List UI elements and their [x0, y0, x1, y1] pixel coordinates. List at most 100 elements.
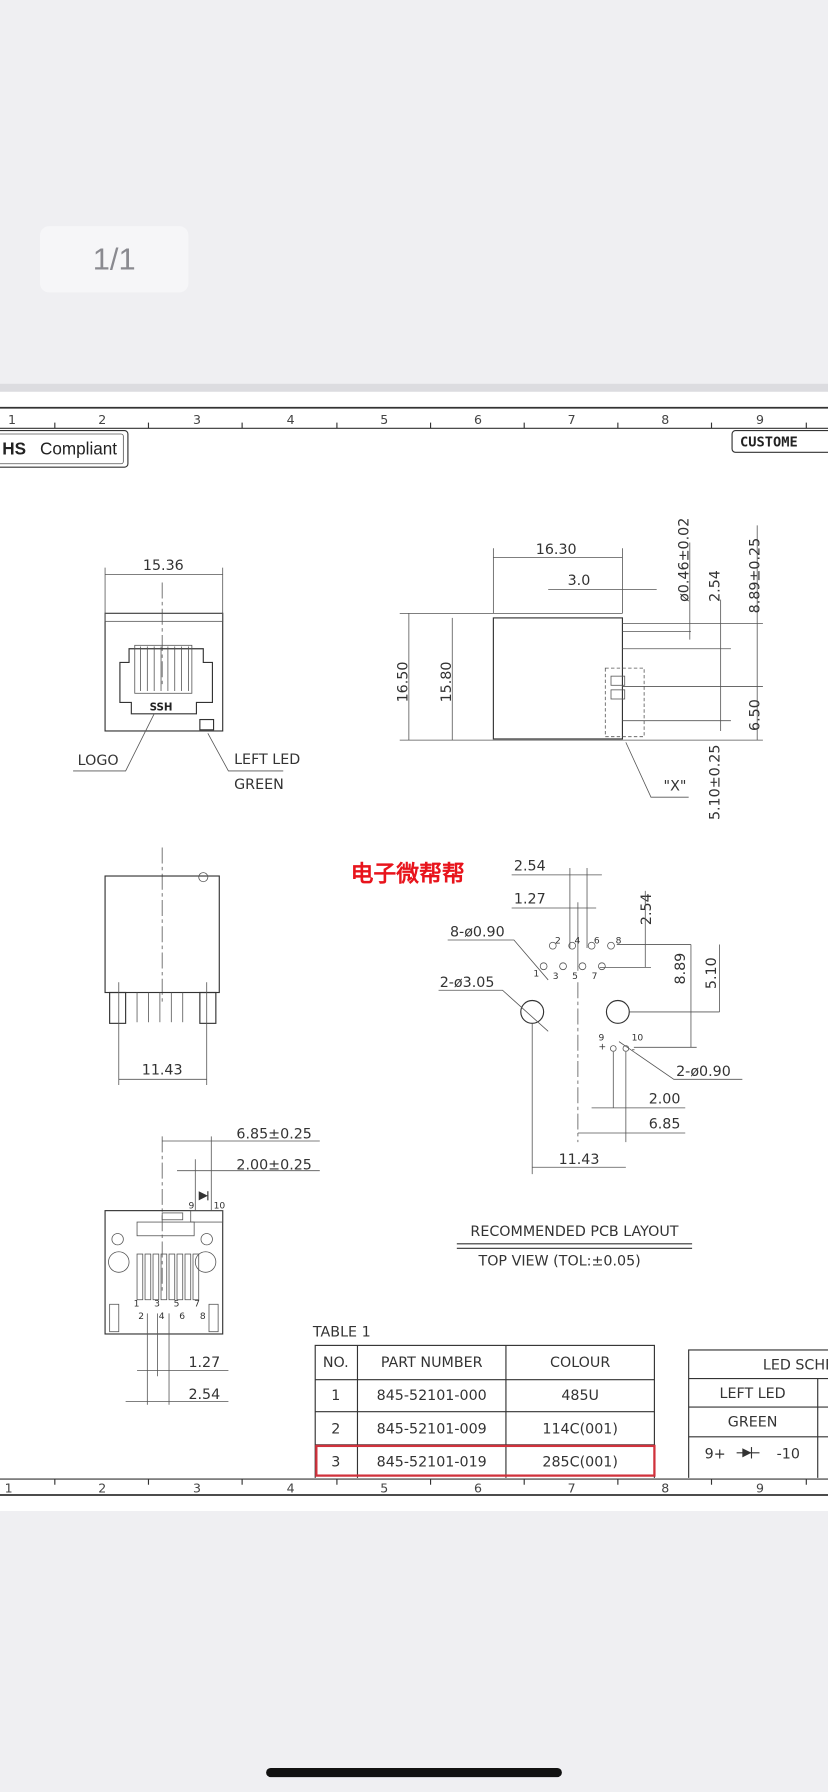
table-row: 2 845-52101-009 114C(001) [331, 1421, 618, 1437]
pin-label: 2 [138, 1312, 144, 1322]
ruler-number: 9 [756, 412, 764, 427]
cell-part: 845-52101-009 [377, 1421, 487, 1437]
cell-no: 1 [331, 1388, 340, 1404]
logo-text: SSH [150, 701, 173, 713]
top-ruler: 1 2 3 4 5 6 7 8 9 [0, 406, 828, 429]
ruler-number: 6 [474, 1481, 482, 1496]
dim-rear-254: 2.54 [188, 1387, 220, 1403]
watermark: 电子微帮帮 [351, 861, 465, 887]
table-header: COLOUR [550, 1355, 610, 1371]
table-header: NO. [323, 1355, 349, 1371]
cell-colour: 114C(001) [542, 1421, 618, 1437]
page-indicator [39, 226, 189, 293]
pin-label: 1 [134, 1300, 140, 1310]
rohs-text: Compliant [40, 439, 117, 459]
ruler-number: 7 [568, 412, 576, 427]
side-view: 16.30 3.0 16.50 15.80 ø0.46±0.02 2.54 8.… [396, 518, 764, 820]
led-table-col: LEFT LED [720, 1386, 786, 1402]
ruler-number: 8 [661, 412, 669, 427]
table-header: PART NUMBER [381, 1355, 483, 1371]
dim-pitch-1: 1.27 [514, 891, 546, 907]
cell-colour: 285C(001) [542, 1454, 618, 1470]
pin-label: 8 [616, 936, 622, 946]
dim-height-outer: 16.50 [396, 662, 412, 703]
ruler-number: 3 [193, 412, 201, 427]
rear-view: 6.85±0.25 2.00±0.25 9 10 1 3 5 7 2 4 6 8… [104, 1127, 320, 1405]
customer-box [731, 430, 828, 453]
dim-rear-200: 2.00±0.25 [236, 1158, 311, 1174]
dim-height-inner: 15.80 [439, 662, 455, 703]
left-led-label: LEFT LED [234, 752, 300, 768]
pin-label: 6 [594, 936, 600, 946]
cell-colour: 485U [561, 1388, 599, 1404]
ruler-number: 6 [474, 412, 482, 427]
pin-label: 7 [194, 1300, 200, 1310]
home-indicator[interactable] [266, 1767, 562, 1778]
led-holes-label: 2-ø0.90 [676, 1064, 731, 1080]
ruler-number: 5 [380, 412, 388, 427]
pin-label: 9 [598, 1033, 604, 1043]
ruler-number: 8 [661, 1481, 669, 1496]
dim-length: 16.30 [536, 542, 577, 558]
bottom-view: 11.43 [104, 847, 220, 1086]
dim-889: 8.89 [673, 953, 689, 985]
pin-label: 3 [154, 1300, 160, 1310]
pin-label: 5 [572, 972, 578, 982]
pin-label: 6 [179, 1312, 185, 1322]
customer-label: CUSTOME [740, 435, 798, 451]
cell-no: 3 [331, 1454, 340, 1470]
dim-pitch: 2.54 [708, 570, 724, 602]
dim-rear-685: 6.85±0.25 [236, 1127, 311, 1143]
dim-led-pin: 5.10±0.25 [708, 745, 724, 820]
highlight-box [315, 1444, 656, 1477]
rohs-bold: HS [2, 439, 26, 459]
pcb-layout-subtitle: TOP VIEW (TOL:±0.05) [477, 1253, 640, 1269]
ruler-number: 4 [287, 412, 295, 427]
ruler-number: 5 [380, 1481, 388, 1496]
cell-part: 845-52101-000 [377, 1388, 487, 1404]
rohs-badge [0, 430, 129, 468]
front-view: 15.36 SSH LOGO LEFT LED GREEN [73, 558, 300, 793]
dim-rear-127: 1.27 [188, 1355, 220, 1371]
ruler-number: 3 [193, 1481, 201, 1496]
led-schematic-right: -10 [777, 1446, 800, 1462]
drawing-sheet[interactable] [0, 391, 828, 1512]
ruler-number: 9 [756, 1481, 764, 1496]
pin-sign: + [598, 1043, 606, 1053]
pin-sign: - [632, 1045, 635, 1055]
dim-pin-height: 8.89±0.25 [747, 538, 763, 613]
led-schematic-table: LED SCHE LEFT LED GREEN 9+ -10 [688, 1349, 828, 1481]
dim-row-offset: 2.54 [639, 893, 655, 925]
dim-pin-dia: ø0.46±0.02 [677, 518, 693, 602]
pcb-layout-title: RECOMMENDED PCB LAYOUT [470, 1224, 678, 1240]
cell-no: 2 [331, 1421, 340, 1437]
ruler-number: 4 [287, 1481, 295, 1496]
dim-pitch-2: 2.54 [514, 858, 546, 874]
ruler-number: 1 [8, 412, 16, 427]
dim-led-height: 6.50 [747, 699, 763, 731]
mount-holes-label: 2-ø3.05 [440, 975, 495, 991]
pin-label: 4 [159, 1312, 165, 1322]
dim-pin-span: 11.43 [142, 1063, 183, 1079]
pin-label: 5 [174, 1300, 180, 1310]
dim-width: 15.36 [143, 558, 184, 574]
pin-label: 7 [592, 972, 598, 982]
led-schematic-left: 9+ [705, 1446, 726, 1462]
dim-1143: 11.43 [559, 1152, 600, 1168]
bottom-ruler: 1 2 3 4 5 6 7 8 9 [0, 1477, 828, 1496]
ruler-number: 1 [5, 1481, 13, 1496]
pin-label: 1 [533, 970, 539, 980]
dim-510: 5.10 [704, 957, 720, 989]
pin-label: 2 [555, 936, 561, 946]
led-table-header: LED SCHE [763, 1357, 828, 1373]
dim-685: 6.85 [649, 1116, 681, 1132]
ruler-number: 2 [98, 412, 106, 427]
logo-label: LOGO [78, 753, 119, 769]
ruler-number: 7 [568, 1481, 576, 1496]
table-title: TABLE 1 [312, 1324, 371, 1340]
dim-200: 2.00 [649, 1091, 681, 1107]
page-indicator-text: 1/1 [93, 242, 136, 277]
led-color-label: GREEN [234, 777, 284, 793]
detail-x-label: "X" [664, 778, 687, 794]
